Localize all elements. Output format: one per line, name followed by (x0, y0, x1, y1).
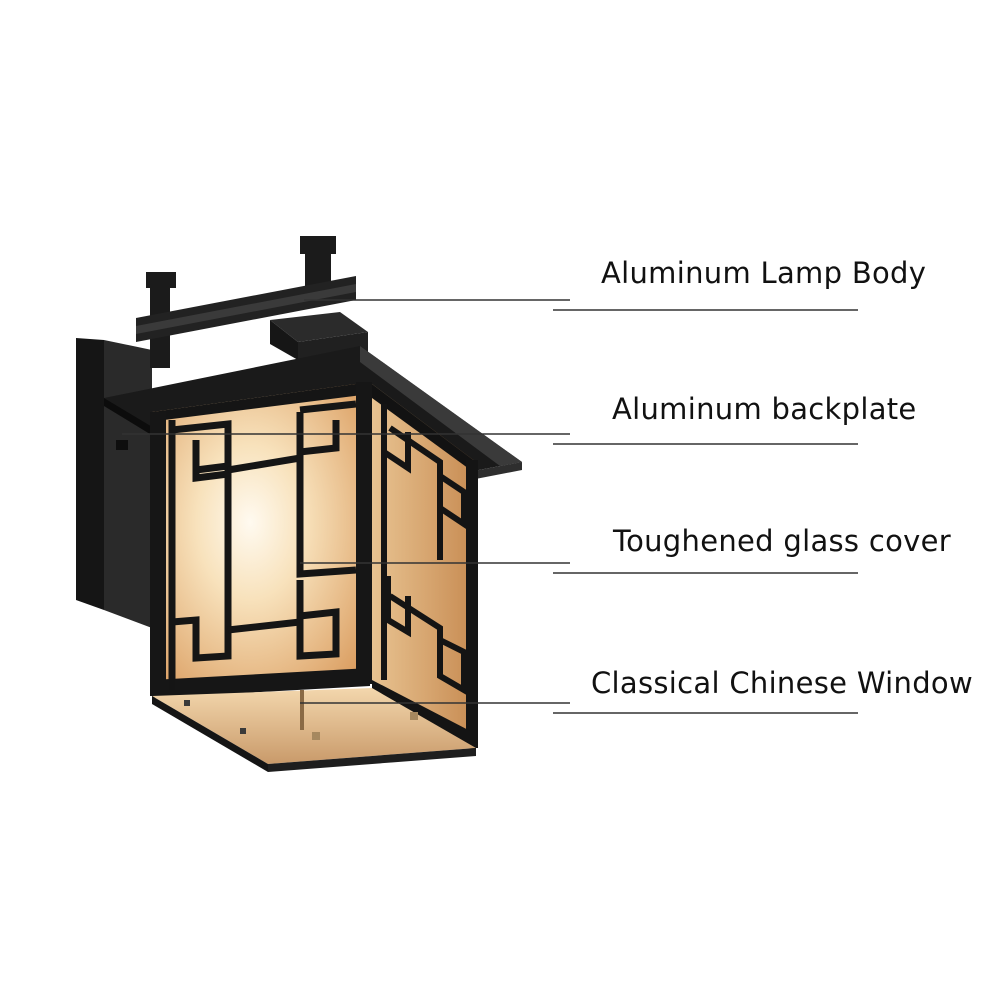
callout-label-chinese-window: Classical Chinese Window (591, 666, 973, 700)
front-glass-panel (150, 382, 372, 698)
callout-label-glass-cover: Toughened glass cover (613, 524, 951, 558)
hanging-bracket (136, 236, 356, 368)
backplate (76, 338, 152, 628)
callout-label-backplate: Aluminum backplate (612, 392, 917, 426)
lamp-bottom (152, 688, 476, 772)
callout-label-lamp-body: Aluminum Lamp Body (601, 256, 927, 290)
leader-lines (122, 299, 858, 714)
